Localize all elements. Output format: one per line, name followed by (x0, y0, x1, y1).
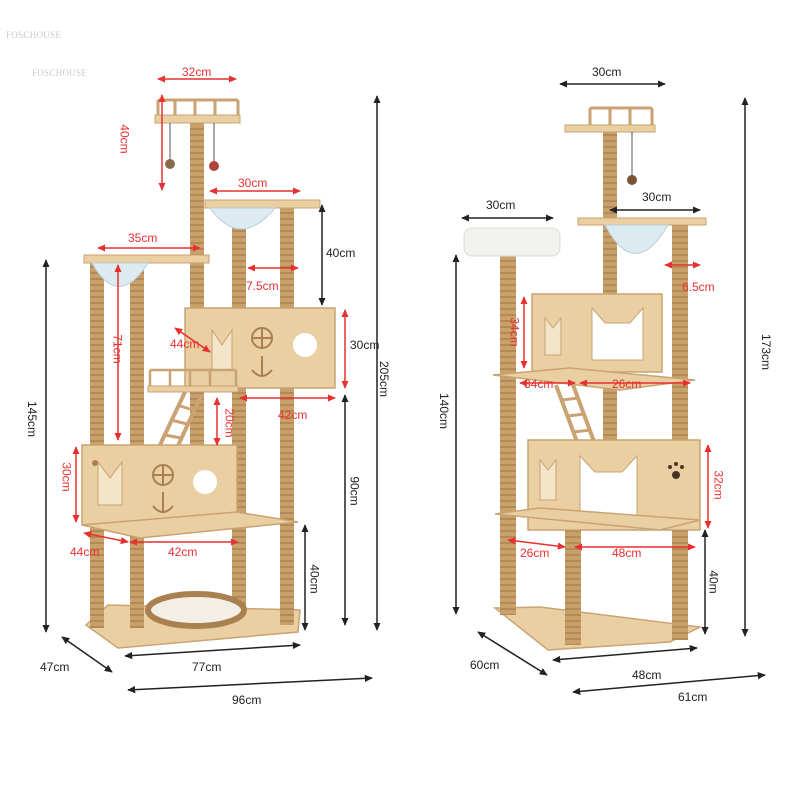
dim-upper-house-height: 30cm (350, 338, 380, 352)
dim-overall-height: 173cm (759, 333, 774, 371)
paw-icon (92, 460, 98, 466)
dim-base-width: 77cm (192, 660, 222, 674)
ship-wheel-icon (251, 327, 273, 349)
toy-ball-icon (165, 159, 175, 169)
ladder (158, 391, 203, 451)
dim-upper-house-depth: 44cm (170, 337, 200, 351)
dim-house-depth: 34cm (524, 377, 554, 391)
dim-base-width: 48cm (632, 668, 662, 682)
dim-left-height: 140cm (437, 392, 452, 430)
dim-overall-width: 96cm (232, 693, 262, 707)
dim-base-height: 40cm (307, 564, 322, 594)
ship-wheel-icon (152, 464, 174, 486)
brand-watermark: FOSCHOUSE (6, 30, 62, 40)
anchor-icon (251, 356, 273, 377)
dim-base-height: 40m (706, 570, 721, 594)
dim-base-depth: 60cm (470, 658, 500, 672)
dim-top-width: 32cm (182, 65, 212, 79)
dim-overall-height: 205cm (377, 360, 392, 398)
dim-left-height: 145cm (25, 400, 40, 438)
dim-lower-house-width: 42cm (168, 545, 198, 559)
right-dimension-lines-red (507, 261, 712, 551)
dim-post-gap: 7.5cm (246, 279, 279, 293)
dim-second-width: 30cm (238, 176, 268, 190)
dim-lower-house-height: 30cm (59, 462, 74, 492)
anchor-icon (152, 492, 174, 513)
base-bed (145, 591, 247, 629)
paw-icon (668, 462, 684, 479)
brand-watermark: FOSCHOUSE (32, 68, 88, 78)
dim-lower-house-width: 48cm (612, 546, 642, 560)
dim-top-width: 30cm (592, 65, 622, 79)
dim-top-height: 40cm (117, 124, 132, 154)
dim-left-platform-width: 35cm (128, 231, 158, 245)
dim-lower-house-depth: 44cm (70, 545, 100, 559)
dim-left-post: 71cm (110, 334, 125, 364)
dim-base-depth: 47cm (40, 660, 70, 674)
left-cat-tree (81, 98, 336, 649)
right-dimension-lines-black (452, 80, 766, 695)
dim-lower-house-height: 32cm (711, 470, 726, 500)
brand-tag: foschouse (236, 208, 275, 218)
toy-ball-icon (627, 175, 637, 185)
dim-lower-house-depth: 26cm (520, 546, 550, 560)
dim-post-gap: 6.5cm (682, 280, 715, 294)
dim-cushion-width: 30cm (486, 198, 516, 212)
left-dimension-lines-red (72, 75, 349, 546)
top-cushion (463, 227, 561, 257)
dim-overall-width: 61cm (678, 690, 708, 704)
dim-house-width: 26cm (612, 377, 642, 391)
dim-house-height: 34cm (507, 317, 522, 347)
ladder (554, 381, 598, 451)
dim-second-height: 40cm (326, 246, 356, 260)
toy-ball-icon (209, 161, 219, 171)
dim-ladder-height: 20cm (222, 408, 237, 438)
left-dimension-lines-black (42, 95, 381, 694)
dim-bowl-width: 30cm (642, 190, 672, 204)
dim-mid-height: 90cm (347, 476, 362, 506)
dim-upper-house-width: 42cm (278, 408, 308, 422)
